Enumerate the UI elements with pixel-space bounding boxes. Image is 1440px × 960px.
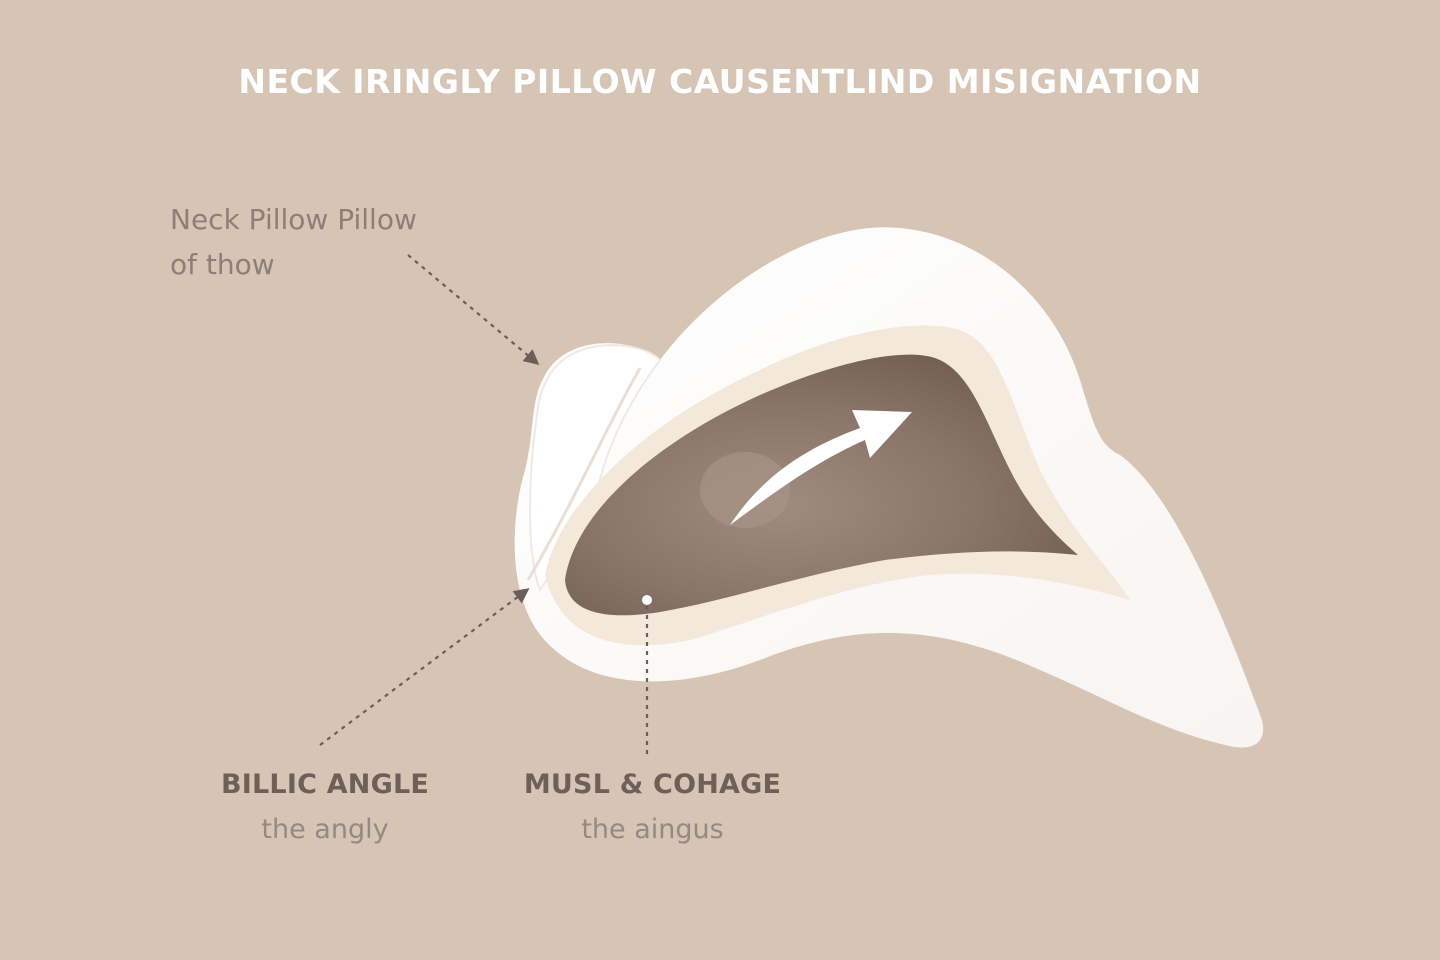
label-musl-cohage-sub: the aingus: [581, 814, 724, 845]
label-billic-angle: BILLIC ANGLE the angly: [205, 768, 445, 850]
label-billic-angle-sub: the angly: [261, 814, 389, 845]
label-billic-angle-heading: BILLIC ANGLE: [221, 769, 429, 800]
diagram-title: NECK IRINGLY PILLOW CAUSENTLIND MISIGNAT…: [238, 62, 1202, 101]
pillow-cavity: [565, 354, 1078, 616]
callout-neck-pillow: Neck Pillow Pillow of thow: [170, 197, 417, 287]
label-musl-cohage-heading: MUSL & COHAGE: [523, 769, 782, 800]
leader-line-billic-angle: [319, 588, 530, 746]
callout-neck-pillow-line1: Neck Pillow Pillow: [170, 203, 417, 236]
cavity-highlight: [700, 452, 790, 528]
label-musl-cohage: MUSL & COHAGE the aingus: [505, 768, 800, 850]
leader-line-neck-pillow: [407, 254, 540, 365]
direction-arrow-icon: [730, 410, 912, 525]
pillow-flap-crease: [526, 367, 642, 581]
callout-neck-pillow-line2: of thow: [170, 248, 275, 281]
cavity-point-marker: [642, 595, 652, 605]
